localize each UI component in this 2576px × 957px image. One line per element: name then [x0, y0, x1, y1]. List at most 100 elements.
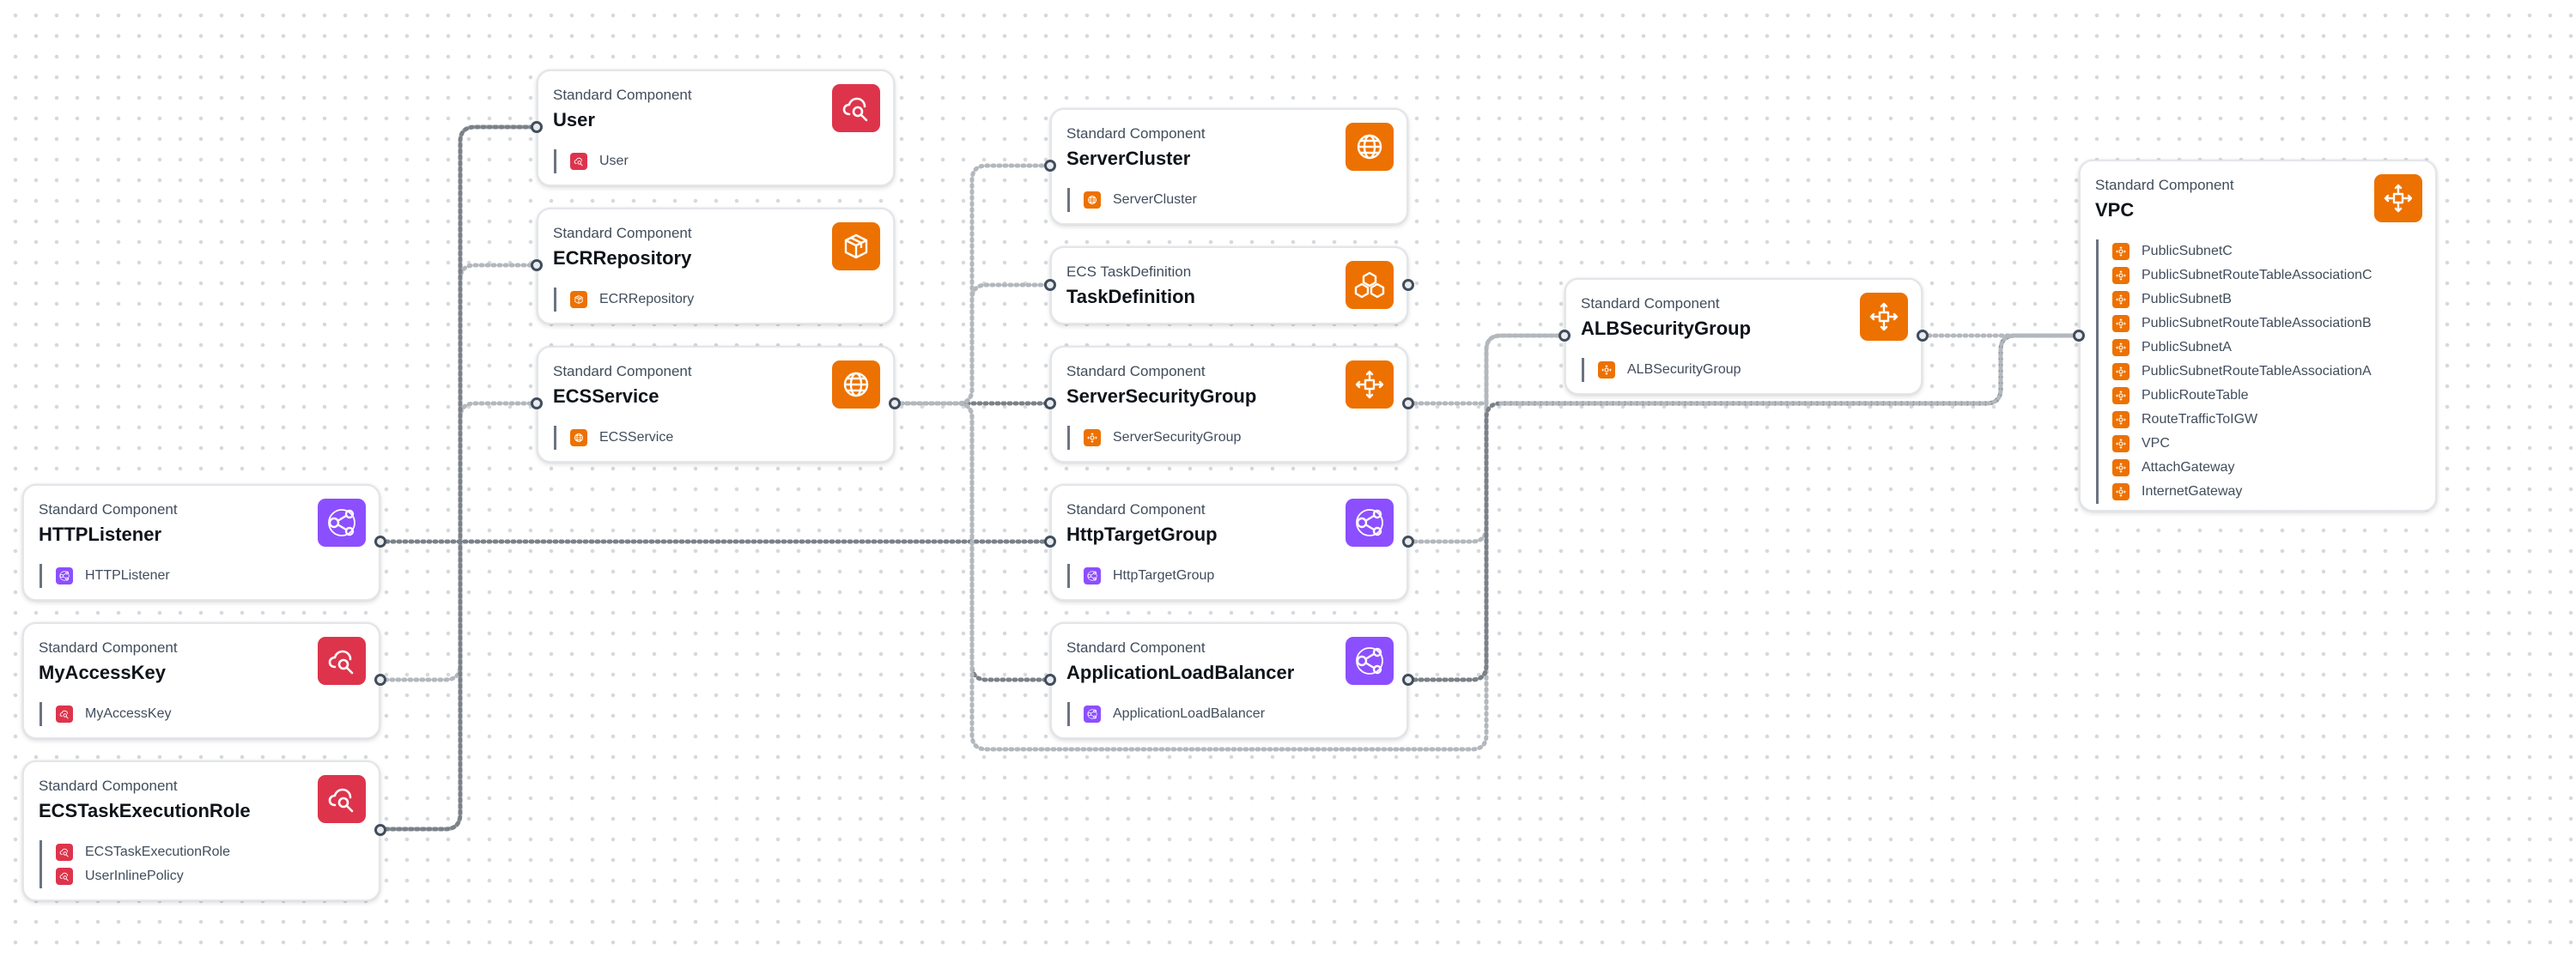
resource-list: HttpTargetGroup	[1067, 564, 1214, 588]
resource-list: MyAccessKey	[39, 702, 171, 726]
resource-item[interactable]: RouteTrafficToIGW	[2112, 408, 2372, 432]
connection-serversg-vpc[interactable]	[1498, 333, 2081, 406]
component-type-label: Standard Component	[1066, 363, 1206, 379]
resource-item[interactable]: ECRRepository	[570, 288, 694, 312]
output-port[interactable]	[889, 397, 901, 409]
resource-item[interactable]: ECSTaskExecutionRole	[56, 840, 230, 864]
input-port[interactable]	[531, 259, 543, 271]
resource-list: PublicSubnetC PublicSubnetRouteTableAssoc…	[2096, 239, 2372, 504]
input-port[interactable]	[531, 397, 543, 409]
resource-item[interactable]: ALBSecurityGroup	[1598, 358, 1741, 382]
input-port[interactable]	[2073, 330, 2085, 342]
resource-item[interactable]: User	[570, 149, 629, 173]
vpc-icon	[2112, 459, 2129, 476]
connection-ecsservice-taskdef[interactable]	[892, 282, 1053, 406]
component-type-label: Standard Component	[553, 225, 692, 241]
input-port[interactable]	[531, 121, 543, 133]
resource-list: ECRRepository	[554, 288, 694, 312]
resource-list: ALBSecurityGroup	[1582, 358, 1741, 382]
resource-item[interactable]: ServerSecurityGroup	[1084, 426, 1241, 450]
output-port[interactable]	[1402, 674, 1414, 686]
input-port[interactable]	[1044, 674, 1056, 686]
resource-label: ServerSecurityGroup	[1113, 430, 1242, 445]
ecs-cluster-icon	[1346, 123, 1394, 171]
resource-label: ECSTaskExecutionRole	[85, 845, 230, 859]
resource-item[interactable]: VPC	[2112, 432, 2372, 456]
component-title: ServerCluster	[1066, 148, 1191, 169]
output-port[interactable]	[1402, 397, 1414, 409]
output-port[interactable]	[374, 674, 386, 686]
resource-item[interactable]: PublicSubnetRouteTableAssociationA	[2112, 360, 2372, 384]
resource-item[interactable]: AttachGateway	[2112, 456, 2372, 480]
resource-item[interactable]: HTTPListener	[56, 564, 170, 588]
resource-list: ECSService	[554, 426, 673, 450]
component-type-label: Standard Component	[39, 639, 178, 656]
connection-execrole-user[interactable]	[378, 124, 539, 832]
output-port[interactable]	[1917, 330, 1929, 342]
resource-list: ServerCluster	[1067, 188, 1197, 212]
resource-item[interactable]: MyAccessKey	[56, 702, 171, 726]
component-title: TaskDefinition	[1066, 286, 1195, 307]
ecs-service-icon	[832, 360, 880, 409]
resource-label: PublicSubnetA	[2142, 340, 2232, 354]
input-port[interactable]	[1558, 330, 1571, 342]
resource-item[interactable]: PublicSubnetRouteTableAssociationB	[2112, 312, 2372, 336]
resource-item[interactable]: PublicSubnetA	[2112, 336, 2372, 360]
resource-item[interactable]: ServerCluster	[1084, 188, 1197, 212]
input-port[interactable]	[1044, 279, 1056, 291]
resource-label: RouteTrafficToIGW	[2142, 412, 2258, 427]
vpc-icon	[2112, 483, 2129, 500]
resource-item[interactable]: InternetGateway	[2112, 480, 2372, 504]
component-title: ALBSecurityGroup	[1581, 318, 1752, 339]
load-balancer-icon	[56, 567, 73, 584]
resource-item[interactable]: PublicRouteTable	[2112, 384, 2372, 408]
resource-item[interactable]: PublicSubnetC	[2112, 239, 2372, 263]
resource-item[interactable]: PublicSubnetB	[2112, 288, 2372, 312]
resource-item[interactable]: PublicSubnetRouteTableAssociationC	[2112, 263, 2372, 288]
resource-item[interactable]: ApplicationLoadBalancer	[1084, 702, 1265, 726]
resource-label: PublicSubnetC	[2142, 244, 2233, 258]
resource-item[interactable]: HttpTargetGroup	[1084, 564, 1214, 588]
component-title: HttpTargetGroup	[1066, 524, 1218, 545]
resource-label: PublicSubnetRouteTableAssociationB	[2142, 316, 2372, 330]
input-port[interactable]	[1044, 160, 1056, 172]
input-port[interactable]	[1044, 536, 1056, 548]
resource-label: VPC	[2142, 436, 2170, 451]
component-title: ECRRepository	[553, 247, 692, 269]
load-balancer-icon	[1346, 637, 1394, 685]
resource-item[interactable]: ECSService	[570, 426, 673, 450]
output-port[interactable]	[1402, 279, 1414, 291]
security-group-icon	[1598, 361, 1615, 379]
user-search-icon	[318, 637, 366, 685]
component-title: ApplicationLoadBalancer	[1066, 662, 1295, 683]
resource-item[interactable]: UserInlinePolicy	[56, 864, 230, 888]
connection-alb-vpc-b[interactable]	[1406, 415, 1489, 682]
resource-label: ECSService	[599, 430, 674, 445]
output-port[interactable]	[374, 536, 386, 548]
component-type-label: Standard Component	[2095, 177, 2234, 193]
resource-label: AttachGateway	[2142, 460, 2235, 475]
resource-label: HTTPListener	[85, 568, 170, 583]
input-port[interactable]	[1044, 397, 1056, 409]
component-title: ECSTaskExecutionRole	[39, 800, 251, 821]
ecs-service-icon	[570, 429, 587, 446]
resource-list: ServerSecurityGroup	[1067, 426, 1241, 450]
output-port[interactable]	[1402, 536, 1414, 548]
output-port[interactable]	[374, 824, 386, 836]
component-type-label: ECS TaskDefinition	[1066, 263, 1192, 280]
